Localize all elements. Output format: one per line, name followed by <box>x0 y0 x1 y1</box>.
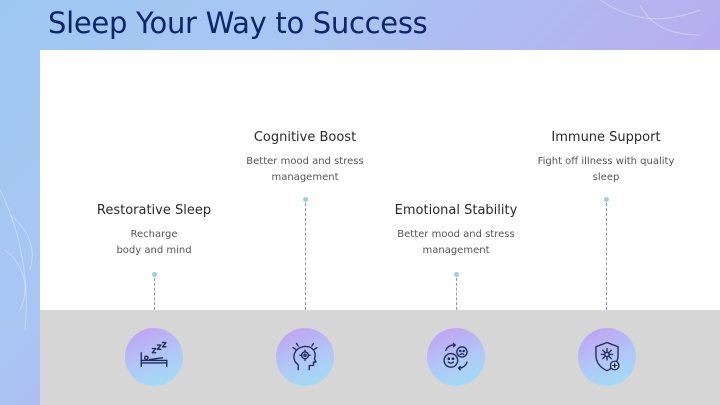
benefit-immune-support: Immune Support Fight off illness with qu… <box>511 129 701 185</box>
benefit-heading: Immune Support <box>551 130 661 145</box>
benefit-heading: Restorative Sleep <box>96 203 212 218</box>
benefit-heading: Cognitive Boost <box>253 130 357 145</box>
timeline-dot <box>603 197 609 202</box>
timeline-connector <box>304 203 306 310</box>
timeline-connector <box>455 278 457 310</box>
benefit-heading: Emotional Stability <box>394 203 518 218</box>
benefit-restorative-sleep: Restorative Sleep Recharge body and mind <box>59 202 249 258</box>
timeline-connector <box>605 203 607 310</box>
benefit-description: Better mood and stress management <box>397 229 515 256</box>
timeline-dot <box>302 197 308 202</box>
immune-shield-icon <box>578 328 636 386</box>
timeline-dot <box>453 272 459 277</box>
slide-title: Sleep Your Way to Success <box>48 6 428 40</box>
timeline-connector <box>153 278 155 310</box>
timeline-panel <box>40 50 720 310</box>
benefit-description: Better mood and stress management <box>246 156 364 183</box>
brain-gear-icon <box>276 328 334 386</box>
timeline-dot <box>151 272 157 277</box>
benefit-emotional-stability: Emotional Stability Better mood and stre… <box>361 202 551 258</box>
benefit-cognitive-boost: Cognitive Boost Better mood and stress m… <box>210 129 400 185</box>
benefit-description: Recharge body and mind <box>116 229 192 256</box>
mood-cycle-icon <box>427 328 485 386</box>
sleep-bed-icon <box>125 328 183 386</box>
benefit-description: Fight off illness with quality sleep <box>537 156 675 183</box>
